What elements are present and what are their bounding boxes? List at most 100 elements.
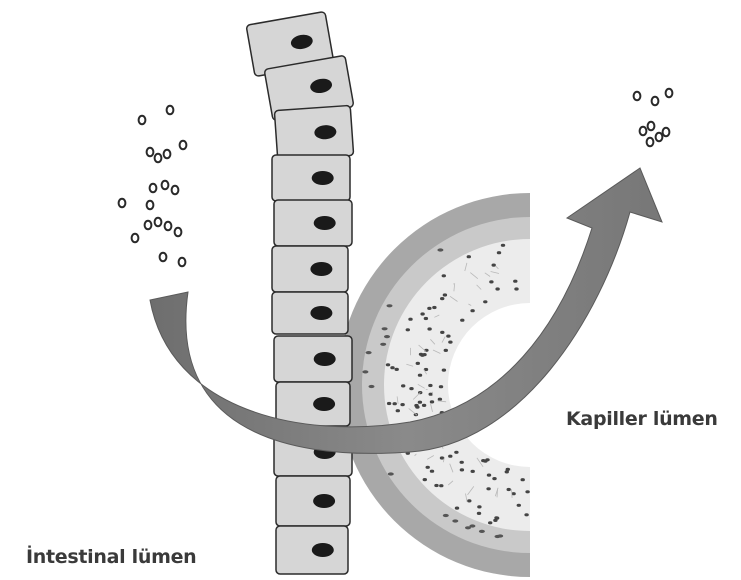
particle [172,186,179,194]
tissue-cell-dot [424,317,428,320]
tissue-cell-dot [460,461,464,464]
tissue-cell-dot [517,504,521,507]
wall-cell-dot [443,514,449,517]
tissue-cell-dot [408,318,412,321]
particle [648,122,655,130]
cell-nucleus [310,262,332,276]
cell-nucleus [312,171,334,185]
tissue-cell-dot [454,451,458,454]
tissue-cell-dot [396,409,400,412]
epithelial-cell-column [246,11,354,574]
tissue-cell-dot [430,470,434,473]
particle [150,184,157,192]
tissue-cell-dot [492,477,496,480]
tissue-cell-dot [442,369,446,372]
tissue-cell-dot [420,312,424,315]
tissue-cell-dot [477,512,481,515]
particle [145,221,152,229]
wall-cell-dot [479,530,485,533]
particle [165,222,172,230]
tissue-cell-dot [427,327,431,330]
tissue-cell-dot [448,341,452,344]
tissue-cell-dot [438,398,442,401]
particle [175,228,182,236]
particle [179,258,186,266]
tissue-cell-dot [432,306,436,309]
particle [180,141,187,149]
tissue-cell-dot [488,521,492,524]
tissue-cell-dot [416,362,420,365]
particle [640,127,647,135]
tissue-cell-dot [430,400,434,403]
particle [132,234,139,242]
tissue-cell-dot [460,468,464,471]
tissue-cell-dot [521,478,525,481]
cell-membrane [276,476,350,526]
tissue-cell-dot [434,484,438,487]
tissue-cell-dot [470,309,474,312]
tissue-cell-dot [446,335,450,338]
wall-cell-dot [369,385,375,388]
intestinal-lumen-label: İntestinal lümen [26,546,196,568]
tissue-cell-dot [467,255,471,258]
cell-nucleus [310,306,332,320]
tissue-cell-dot [439,484,443,487]
cell-membrane [272,292,348,334]
epithelial-cell [274,200,352,246]
particle [162,181,169,189]
tissue-cell-dot [487,474,491,477]
wall-cell-dot [437,248,443,251]
tissue-cell-dot [422,404,426,407]
tissue-cell-dot [513,280,517,283]
tissue-cell-dot [423,478,427,481]
particle [139,116,146,124]
tissue-cell-dot [497,251,501,254]
tissue-cell-dot [409,387,413,390]
tissue-cell-dot [440,297,444,300]
particle [147,148,154,156]
epithelial-cell [276,526,348,574]
particle [666,89,673,97]
tissue-cell-dot [439,385,443,388]
epithelial-cell [276,382,350,426]
particle [164,150,171,158]
wall-cell-dot [388,472,394,475]
wall-cell-dot [452,519,458,522]
tissue-fibre [453,284,454,285]
tissue-cell-dot [443,293,447,296]
tissue-cell-dot [467,499,471,502]
tissue-cell-dot [390,366,394,369]
epithelial-cell [272,292,348,334]
tissue-cell-dot [386,363,390,366]
particle [647,138,654,146]
tissue-cell-dot [486,487,490,490]
particle [167,106,174,114]
cell-nucleus [313,494,335,508]
wall-cell-dot [387,304,393,307]
cell-nucleus [314,352,336,366]
tissue-cell-dot [387,402,391,405]
tissue-cell-dot [395,368,399,371]
tissue-cell-dot [428,384,432,387]
tissue-cell-dot [419,353,423,356]
tissue-cell-dot [492,264,496,267]
particle-cluster-intestinal [119,106,187,266]
particle [147,201,154,209]
tissue-cell-dot [489,280,493,283]
cell-nucleus [312,543,334,557]
tissue-cell-dot [524,513,528,516]
epithelial-cell [276,476,350,526]
particle [656,133,663,141]
tissue-cell-dot [442,274,446,277]
tissue-cell-dot [400,403,404,406]
cell-membrane [274,200,352,246]
wall-cell-dot [362,370,368,373]
tissue-cell-dot [444,349,448,352]
wall-cell-dot [380,343,386,346]
wall-cell-dot [382,327,388,330]
particle-cluster-capillary [634,89,673,146]
cell-membrane [272,246,348,292]
particle [652,97,659,105]
wall-cell-dot [384,335,390,338]
